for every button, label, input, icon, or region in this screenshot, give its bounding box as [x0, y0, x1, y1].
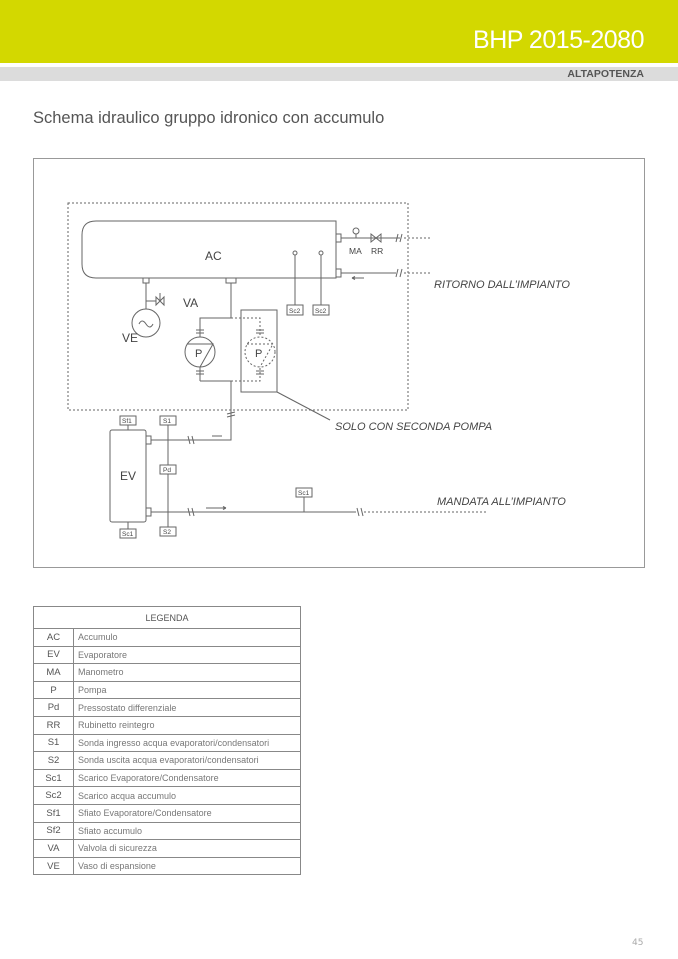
legend-description: Evaporatore — [73, 645, 301, 665]
label-sc2: Sc2 — [315, 308, 327, 315]
legend-description: Sfiato accumulo — [73, 821, 301, 841]
label-sf1: Sf1 — [122, 418, 132, 425]
legend-description: Scarico acqua accumulo — [73, 786, 301, 805]
label-s2: S2 — [163, 529, 171, 536]
label-ve: VE — [122, 331, 138, 345]
header-band — [0, 0, 678, 63]
label-sc2: Sc2 — [289, 308, 301, 315]
tank-ac — [81, 220, 337, 279]
legend-description: Accumulo — [73, 628, 301, 647]
legend-description: Pompa — [73, 680, 301, 700]
expansion-vessel-icon — [131, 308, 161, 338]
gauge-icon — [352, 227, 360, 235]
label-s1: S1 — [163, 418, 171, 425]
product-title: BHP 2015-2080 — [473, 26, 644, 54]
legend-title: LEGENDA — [33, 606, 301, 629]
legend-code: Sf2 — [33, 821, 74, 841]
legend-code: VE — [33, 856, 74, 876]
legend-code: EV — [33, 645, 74, 665]
safety-valve-icon — [155, 293, 165, 307]
legend-description: Rubinetto reintegro — [73, 715, 301, 735]
brand-bar — [0, 67, 678, 81]
legend-description: Scarico Evaporatore/Condensatore — [73, 768, 301, 788]
label-ma: MA — [349, 246, 362, 256]
legend-code: Sc1 — [33, 768, 74, 788]
callout-supply: MANDATA ALL’IMPIANTO — [437, 496, 566, 508]
arrow-icon — [206, 506, 227, 510]
legend-code: S2 — [33, 751, 74, 770]
label-sc1: Sc1 — [122, 531, 134, 538]
label-sc1: Sc1 — [298, 490, 310, 497]
legend-code: S1 — [33, 733, 74, 753]
label-second-pump: P — [255, 348, 262, 360]
legend-description: Vaso di espansione — [73, 856, 301, 876]
diagram-frame — [33, 158, 645, 568]
brand-label: ALTAPOTENZA — [567, 68, 644, 80]
arrow-icon — [351, 276, 364, 280]
label-rr: RR — [371, 246, 383, 256]
legend-code: P — [33, 680, 74, 700]
legend-code: Sf1 — [33, 803, 74, 823]
page-number: 45 — [632, 938, 644, 948]
unit-boundary — [67, 202, 409, 411]
legend-description: Valvola di sicurezza — [73, 839, 301, 858]
callout-second-pump: SOLO CON SECONDA POMPA — [335, 421, 492, 433]
legend-code: Pd — [33, 698, 74, 717]
callout-return: RITORNO DALL’IMPIANTO — [434, 279, 570, 291]
label-pd: Pd — [163, 467, 171, 474]
legend-code: MA — [33, 663, 74, 682]
legend-code: Sc2 — [33, 786, 74, 805]
second-pump-icon — [244, 336, 276, 368]
label-ac: AC — [205, 249, 222, 263]
label-va: VA — [183, 296, 198, 310]
legend-description: Sonda ingresso acqua evaporatori/condens… — [73, 733, 301, 753]
second-pump-box — [240, 309, 278, 393]
legend-code: RR — [33, 715, 74, 735]
label-ev: EV — [120, 469, 136, 483]
section-title: Schema idraulico gruppo idronico con acc… — [33, 109, 385, 127]
legend-description: Sfiato Evaporatore/Condensatore — [73, 803, 301, 823]
legend-description: Manometro — [73, 663, 301, 682]
legend-description: Sonda uscita acqua evaporatori/condensat… — [73, 751, 301, 770]
legend-code: AC — [33, 628, 74, 647]
legend-description: Pressostato differenziale — [73, 698, 301, 717]
label-pump: P — [195, 348, 202, 360]
legend-code: VA — [33, 839, 74, 858]
valve-icon — [370, 232, 382, 244]
